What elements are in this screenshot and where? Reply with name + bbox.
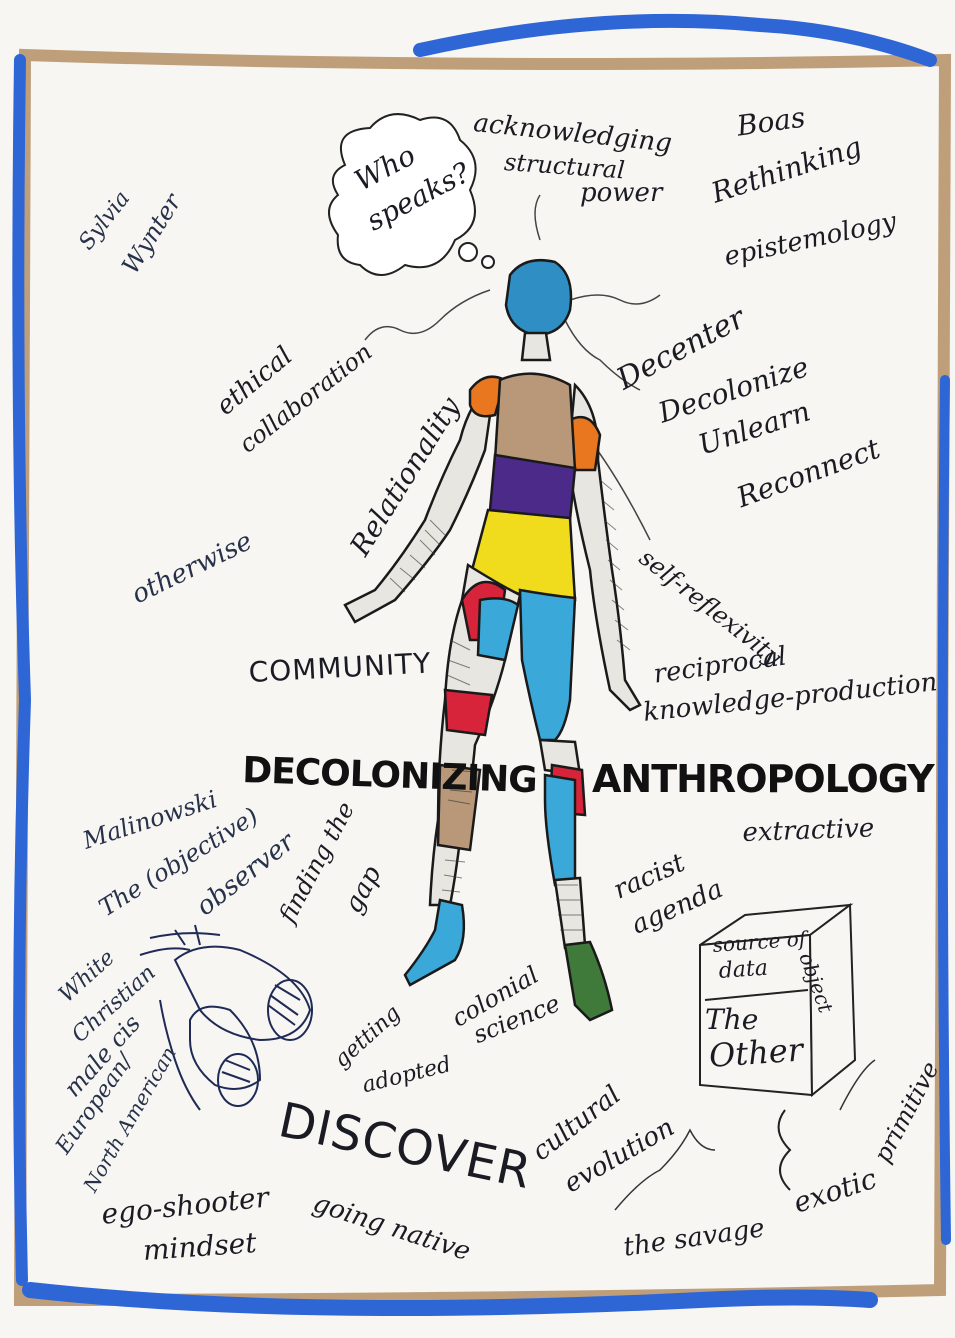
figure-head	[506, 260, 571, 335]
box-label-the: The	[705, 1005, 758, 1034]
frame-blue-right	[943, 380, 946, 1240]
title-anthropology: ANTHROPOLOGY	[592, 760, 934, 800]
label-mindset: mindset	[142, 1228, 257, 1265]
label-extractive: extractive	[742, 815, 875, 847]
figure-left-knee-red	[445, 690, 492, 735]
label-power: power	[580, 180, 662, 207]
box-label-data: data	[718, 957, 769, 983]
box-label-other: Other	[708, 1033, 804, 1073]
frame-blue-left	[18, 60, 25, 1280]
figure-chest	[495, 374, 575, 470]
